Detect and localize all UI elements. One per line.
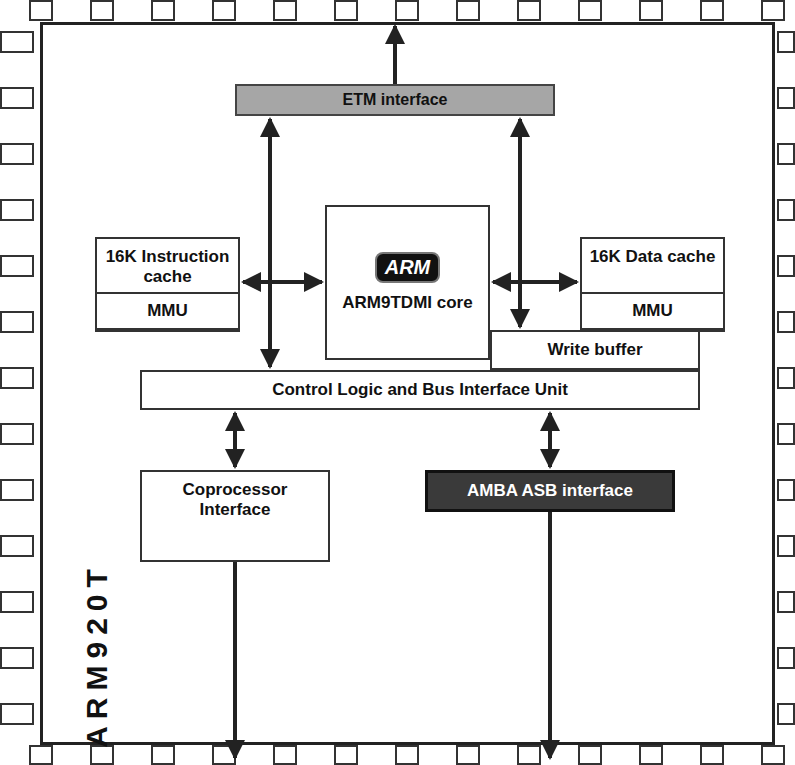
- chip-pin: [1, 256, 33, 276]
- bus-arrow: [233, 413, 237, 467]
- cache-box: 16K Data cacheMMU: [580, 237, 725, 332]
- coprocessor-interface: Coprocessor Interface: [140, 470, 330, 562]
- chip-pin: [1, 648, 33, 668]
- node-label: 16K Instruction cache: [103, 247, 232, 286]
- chip-pin: [1, 424, 33, 444]
- chip-pin: [335, 1, 357, 20]
- chip-pin: [762, 746, 784, 764]
- external-bus-arrow: [393, 26, 397, 84]
- bus-arrow: [493, 280, 577, 284]
- chip-pin: [640, 746, 662, 764]
- chip-pin: [457, 746, 479, 764]
- bus-interface-unit: Control Logic and Bus Interface Unit: [140, 370, 700, 410]
- chip-outline: ARM920T ETM interface 16K Instruction cach…: [40, 22, 775, 745]
- bus-arrow: [268, 119, 272, 367]
- chip-pin: [778, 368, 794, 388]
- chip-pin: [1, 200, 33, 220]
- chip-pin: [701, 1, 723, 20]
- arm-logo: ARM: [375, 252, 441, 283]
- amba-interface: AMBA ASB interface: [425, 470, 675, 512]
- chip-pin: [778, 592, 794, 612]
- etm-interface: ETM interface: [235, 84, 555, 116]
- chip-pin: [213, 1, 235, 20]
- chip-pin: [701, 746, 723, 764]
- chip-pin: [1, 480, 33, 500]
- mmu-band: MMU: [580, 292, 725, 330]
- chip-pin: [1, 704, 33, 724]
- chip-pin: [1, 536, 33, 556]
- chip-pin: [152, 1, 174, 20]
- node-label: ETM interface: [343, 91, 448, 109]
- chip-pin: [213, 746, 235, 764]
- chip-name: ARM920T: [82, 562, 112, 748]
- bus-arrow: [243, 280, 322, 284]
- chip-pin: [778, 88, 794, 108]
- chip-pin: [152, 746, 174, 764]
- write-buffer: Write buffer: [490, 330, 700, 370]
- chip-pin: [457, 1, 479, 20]
- node-label: AMBA ASB interface: [467, 481, 633, 501]
- mmu-band: MMU: [95, 292, 240, 330]
- chip-pin: [778, 536, 794, 556]
- node-label: 16K Data cache: [590, 247, 716, 267]
- node-label: ARM9TDMI core: [342, 293, 472, 313]
- chip-pin: [518, 1, 540, 20]
- chip-pin: [30, 746, 52, 764]
- chip-pin: [778, 32, 794, 52]
- chip-pin: [579, 746, 601, 764]
- chip-pin: [1, 592, 33, 612]
- node-label: Write buffer: [547, 340, 642, 360]
- bus-arrow: [518, 119, 522, 327]
- external-bus-arrow: [233, 562, 237, 758]
- node-label: Control Logic and Bus Interface Unit: [272, 380, 568, 400]
- chip-pin: [274, 746, 296, 764]
- node-label: MMU: [147, 301, 188, 321]
- chip-pin: [91, 1, 113, 20]
- chip-pin: [778, 648, 794, 668]
- chip-pin: [1, 368, 33, 388]
- chip-pin: [579, 1, 601, 20]
- node-label: MMU: [632, 301, 673, 321]
- chip-pin: [1, 312, 33, 332]
- chip-pin: [396, 1, 418, 20]
- chip-pin: [778, 256, 794, 276]
- chip-pin: [1, 144, 33, 164]
- chip-pin: [778, 144, 794, 164]
- chip-pin: [762, 1, 784, 20]
- chip-pin: [778, 200, 794, 220]
- chip-pin: [778, 312, 794, 332]
- chip-pin: [1, 32, 33, 52]
- chip-pin: [1, 88, 33, 108]
- chip-pin: [30, 1, 52, 20]
- chip-pin: [640, 1, 662, 20]
- chip-pin: [518, 746, 540, 764]
- bus-arrow: [548, 413, 552, 467]
- external-bus-arrow: [548, 512, 552, 758]
- chip-pin: [778, 424, 794, 444]
- chip-pin: [778, 704, 794, 724]
- chip-pin: [778, 480, 794, 500]
- chip-pin: [396, 746, 418, 764]
- cache-box: 16K Instruction cacheMMU: [95, 237, 240, 332]
- chip-pin: [274, 1, 296, 20]
- chip-pin: [91, 746, 113, 764]
- chip-pin: [335, 746, 357, 764]
- cpu-core: ARM ARM9TDMI core: [325, 205, 490, 360]
- node-label: Coprocessor Interface: [148, 480, 322, 519]
